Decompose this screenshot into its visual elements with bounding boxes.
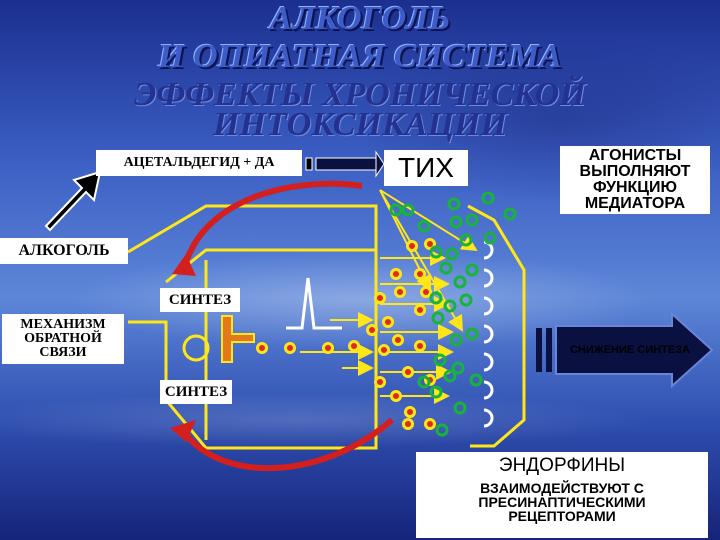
green-molecule: [503, 207, 517, 221]
green-molecule: [453, 401, 467, 415]
red-molecule: [378, 344, 390, 356]
dark-right-arrow-icon: [536, 311, 714, 389]
agonists-label: АГОНИСТЫ ВЫПОЛНЯЮТ ФУНКЦИЮ МЕДИАТОРА: [560, 146, 710, 214]
green-molecule: [435, 423, 449, 437]
green-molecule: [401, 203, 415, 217]
green-molecule: [417, 219, 431, 233]
black-diagonal-arrow-icon: [44, 170, 102, 232]
feedback-line: СВЯЗИ: [39, 345, 87, 360]
feedback-mechanism-label: МЕХАНИЗМ ОБРАТНОЙ СВЯЗИ: [2, 314, 124, 364]
red-curved-arrow-icon: [170, 180, 394, 472]
green-molecule: [431, 311, 445, 325]
synthesis-enzyme-symbol: [182, 315, 255, 363]
reduced-synthesis-label: СНИЖЕНИЕ СИНТЕЗА: [569, 344, 690, 356]
alcohol-label: АЛКОГОЛЬ: [0, 238, 128, 264]
green-molecule: [469, 373, 483, 387]
subtitle-line-2: ИНТОКСИКАЦИИ: [213, 106, 507, 143]
red-molecule: [402, 366, 414, 378]
red-molecule: [390, 268, 402, 280]
red-molecule: [404, 406, 416, 418]
green-molecule: [465, 327, 479, 341]
red-molecule: [256, 342, 268, 354]
green-molecule: [451, 361, 465, 375]
green-molecule: [417, 375, 431, 389]
red-molecule: [420, 286, 432, 298]
red-molecule: [348, 340, 360, 352]
green-molecule: [459, 293, 473, 307]
red-molecule: [402, 418, 414, 430]
green-molecule: [483, 231, 497, 245]
red-molecule: [382, 316, 394, 328]
endorphins-note-line: РЕЦЕПТОРАМИ: [508, 508, 616, 524]
green-molecule: [453, 275, 467, 289]
red-molecule: [374, 292, 386, 304]
agonists-line: ВЫПОЛНЯЮТ: [579, 163, 691, 180]
red-molecules: [256, 238, 436, 430]
tih-label: ТИХ: [384, 150, 468, 186]
red-molecule: [322, 342, 334, 354]
green-molecule: [429, 291, 443, 305]
endorphins-box: ЭНДОРФИНЫ ВЗАИМОДЕЙСТВУЮТ С ПРЕСИНАПТИЧЕ…: [416, 452, 708, 538]
action-potential-spike: [286, 277, 342, 330]
synthesis-top-label: СИНТЕЗ: [160, 288, 240, 312]
agonists-line: АГОНИСТЫ: [588, 147, 682, 164]
agonists-line: ФУНКЦИЮ: [592, 179, 677, 196]
green-molecule: [459, 233, 473, 247]
green-molecule: [433, 353, 447, 367]
green-molecule: [429, 385, 443, 399]
green-molecule: [443, 299, 457, 313]
endorphins-note-line: ВЗАИМОДЕЙСТВУЮТ С: [480, 480, 644, 496]
red-molecule: [390, 390, 402, 402]
green-molecule: [447, 197, 461, 211]
green-molecule: [481, 191, 495, 205]
feedback-line: ОБРАТНОЙ: [24, 331, 102, 346]
red-molecule: [424, 238, 436, 250]
green-molecule: [445, 247, 459, 261]
green-molecule: [465, 213, 479, 227]
endorphins-note-line: ПРЕСИНАПТИЧЕСКИМИ: [478, 494, 646, 510]
title-line-1: АЛКОГОЛЬ: [269, 0, 451, 37]
red-molecule: [284, 342, 296, 354]
green-molecule: [439, 261, 453, 275]
endorphins-title: ЭНДОРФИНЫ: [498, 455, 626, 476]
receptor-column: [483, 240, 494, 428]
title-line-2: И ОПИАТНАЯ СИСТЕМА: [158, 38, 562, 75]
red-molecule: [392, 334, 404, 346]
subtitle-line-1: ЭФФЕКТЫ ХРОНИЧЕСКОЙ: [134, 76, 586, 113]
green-molecule: [465, 263, 479, 277]
red-molecule: [414, 340, 426, 352]
red-molecule: [424, 418, 436, 430]
red-molecule: [414, 268, 426, 280]
red-molecule: [394, 286, 406, 298]
green-molecule: [449, 215, 463, 229]
green-molecule: [449, 333, 463, 347]
red-molecule: [414, 304, 426, 316]
agonists-line: МЕДИАТОРА: [584, 195, 686, 212]
acetaldehyde-label: АЦЕТАЛЬДЕГИД + ДА: [96, 150, 302, 176]
green-molecules: [389, 191, 517, 437]
acetaldehyde-to-tih-arrow: [305, 150, 385, 178]
green-molecule: [389, 203, 403, 217]
red-molecule: [366, 324, 378, 336]
green-molecule: [443, 369, 457, 383]
red-molecule: [374, 376, 386, 388]
green-molecule: [429, 245, 443, 259]
red-molecule: [406, 240, 418, 252]
synthesis-bottom-label: СИНТЕЗ: [160, 380, 232, 404]
feedback-line: МЕХАНИЗМ: [20, 317, 106, 332]
